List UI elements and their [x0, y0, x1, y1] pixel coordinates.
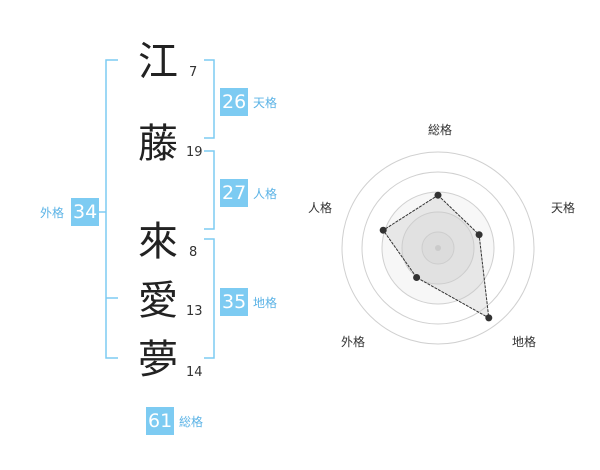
- radar-point-4: [413, 274, 421, 281]
- radar-point-2: [475, 231, 483, 239]
- chikaku-value-badge: 35: [220, 288, 249, 316]
- gaikaku-value-badge: 34: [71, 198, 100, 226]
- gaikaku-bracket: [105, 59, 118, 359]
- stroke-count-3: 8: [189, 245, 198, 260]
- radar-label-soukaku: 総格: [428, 122, 452, 137]
- name-char-3: 來: [138, 219, 178, 265]
- tenkaku-value-badge: 26: [220, 88, 249, 116]
- radar-ring-2: [361, 171, 515, 325]
- tenkaku-label: 天格: [253, 96, 278, 110]
- radar-center-dot: [435, 245, 441, 251]
- stroke-count-5: 14: [186, 365, 203, 380]
- chikaku-label: 地格: [253, 296, 278, 310]
- stroke-count-2: 19: [186, 145, 203, 160]
- chikaku-bracket: [204, 238, 215, 359]
- radar-label-chikaku: 地格: [512, 334, 536, 349]
- jinkaku-label: 人格: [253, 187, 278, 201]
- name-char-5: 夢: [138, 337, 178, 383]
- soukaku-label: 総格: [179, 415, 204, 429]
- name-char-1: 江: [138, 39, 178, 85]
- radar-point-3: [485, 314, 493, 322]
- radar-ring-1: [341, 151, 535, 345]
- name-char-2: 藤: [138, 121, 178, 167]
- radar-point-5: [379, 226, 387, 234]
- stroke-count-4: 13: [186, 304, 203, 319]
- gaikaku-label: 外格: [40, 206, 65, 220]
- stroke-count-1: 7: [189, 65, 198, 80]
- radar-label-tenkaku: 天格: [551, 200, 575, 215]
- tenkaku-bracket: [204, 59, 215, 139]
- name-char-4: 愛: [138, 278, 178, 324]
- radar-label-gaikaku: 外格: [341, 334, 365, 349]
- jinkaku-bracket: [204, 150, 215, 230]
- radar-polygon: [382, 194, 490, 319]
- radar-point-1: [434, 191, 442, 199]
- radar-label-jinkaku: 人格: [308, 200, 332, 215]
- soukaku-value-badge: 61: [146, 407, 175, 435]
- jinkaku-value-badge: 27: [220, 179, 249, 207]
